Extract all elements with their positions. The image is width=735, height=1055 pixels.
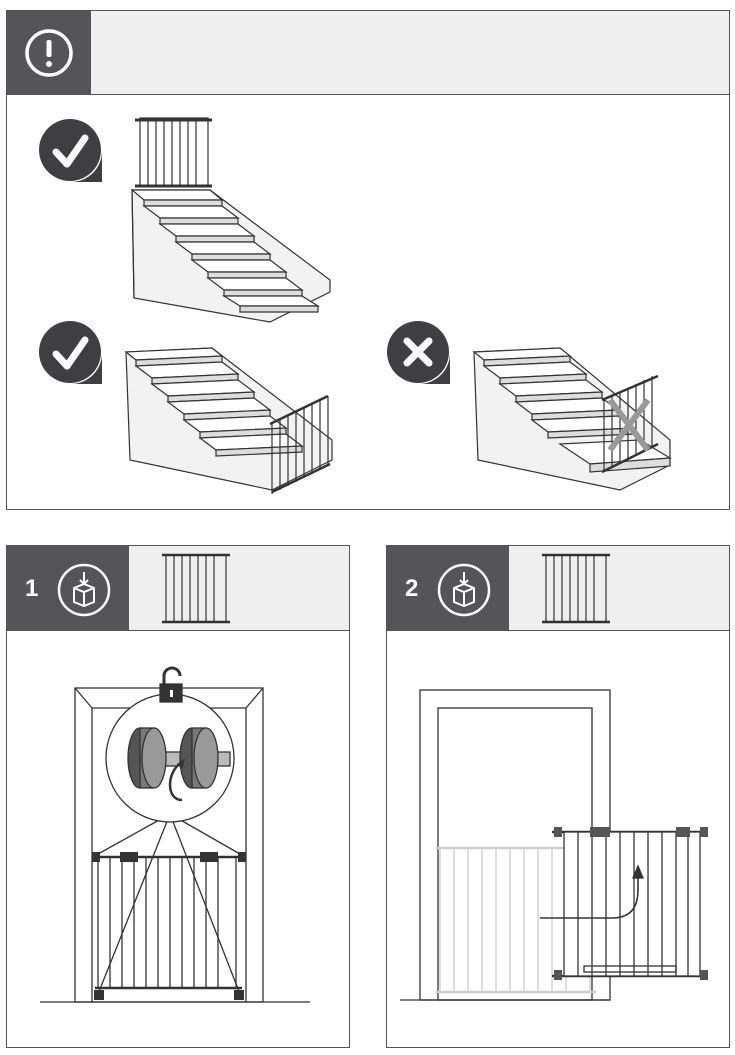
cross-icon bbox=[387, 321, 450, 384]
step-1-illustration bbox=[40, 666, 310, 1003]
gate-thumbnail-2 bbox=[542, 553, 610, 624]
step-2-number: 2 bbox=[405, 575, 419, 602]
step-2-illustration bbox=[400, 689, 708, 1001]
check-icon bbox=[39, 119, 102, 182]
box-icon bbox=[57, 563, 111, 617]
stairs-gate-bottom-illustration bbox=[124, 347, 333, 494]
stairs-gate-top-illustration bbox=[130, 117, 331, 323]
box-icon bbox=[437, 563, 491, 617]
check-icon bbox=[39, 321, 102, 384]
step-1-number: 1 bbox=[25, 575, 39, 602]
warning-header bbox=[7, 11, 729, 95]
gate-thumbnail-1 bbox=[162, 553, 230, 624]
exclamation-icon bbox=[25, 29, 73, 77]
stairs-gate-wrong-illustration bbox=[472, 347, 672, 491]
